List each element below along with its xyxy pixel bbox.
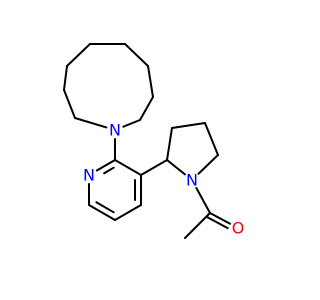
bond-n_pyrrolidine-r2 xyxy=(166,159,186,176)
atom-background-n_pyrrolidine xyxy=(184,172,200,188)
bond-a6-n_azepane xyxy=(122,119,141,128)
bond-a5-a6 xyxy=(139,96,154,121)
bond-n_pyrrolidine-c_carbonyl xyxy=(195,186,211,214)
bond-p2-p3 xyxy=(114,159,142,176)
molecule-structure-diagram: N N N O xyxy=(63,43,246,239)
atom-background-n_pyridine xyxy=(81,167,97,183)
atom-label-n_pyridine: N xyxy=(83,166,95,185)
bond-a3-a4 xyxy=(124,43,149,67)
atom-label-layer: N N N O xyxy=(81,121,246,238)
bond-p5-p6 xyxy=(88,204,116,221)
bond-c_carbonyl-o_carbonyl-second xyxy=(206,216,229,230)
bond-r3-r4 xyxy=(171,122,206,129)
bond-a4-a5 xyxy=(147,65,154,98)
bond-layer xyxy=(63,43,232,239)
bond-p5-p6-second xyxy=(95,201,115,214)
bond-r2-r3 xyxy=(166,127,173,161)
bond-n_azepane-a7 xyxy=(74,117,108,129)
bond-a8-a1 xyxy=(63,65,68,91)
atom-label-n_azepane: N xyxy=(109,121,121,140)
atom-label-n_pyrrolidine: N xyxy=(186,171,198,190)
atom-background-n_azepane xyxy=(107,122,123,138)
bond-p3-r2 xyxy=(140,159,168,176)
bond-r4-r5 xyxy=(204,122,219,156)
bond-c_carbonyl-c_methyl xyxy=(184,212,211,239)
bond-p4-p5 xyxy=(114,204,142,221)
bond-a7-a8 xyxy=(63,89,76,119)
bond-c_carbonyl-o_carbonyl xyxy=(209,212,232,225)
atom-label-o_carbonyl: O xyxy=(232,219,245,238)
atom-background-o_carbonyl xyxy=(230,220,246,236)
bond-p2-n_pyridine-second xyxy=(103,166,115,175)
bond-p2-n_pyridine xyxy=(95,159,116,172)
bond-r5-n_pyrrolidine xyxy=(197,154,219,175)
bond-a1-a2 xyxy=(66,43,91,67)
